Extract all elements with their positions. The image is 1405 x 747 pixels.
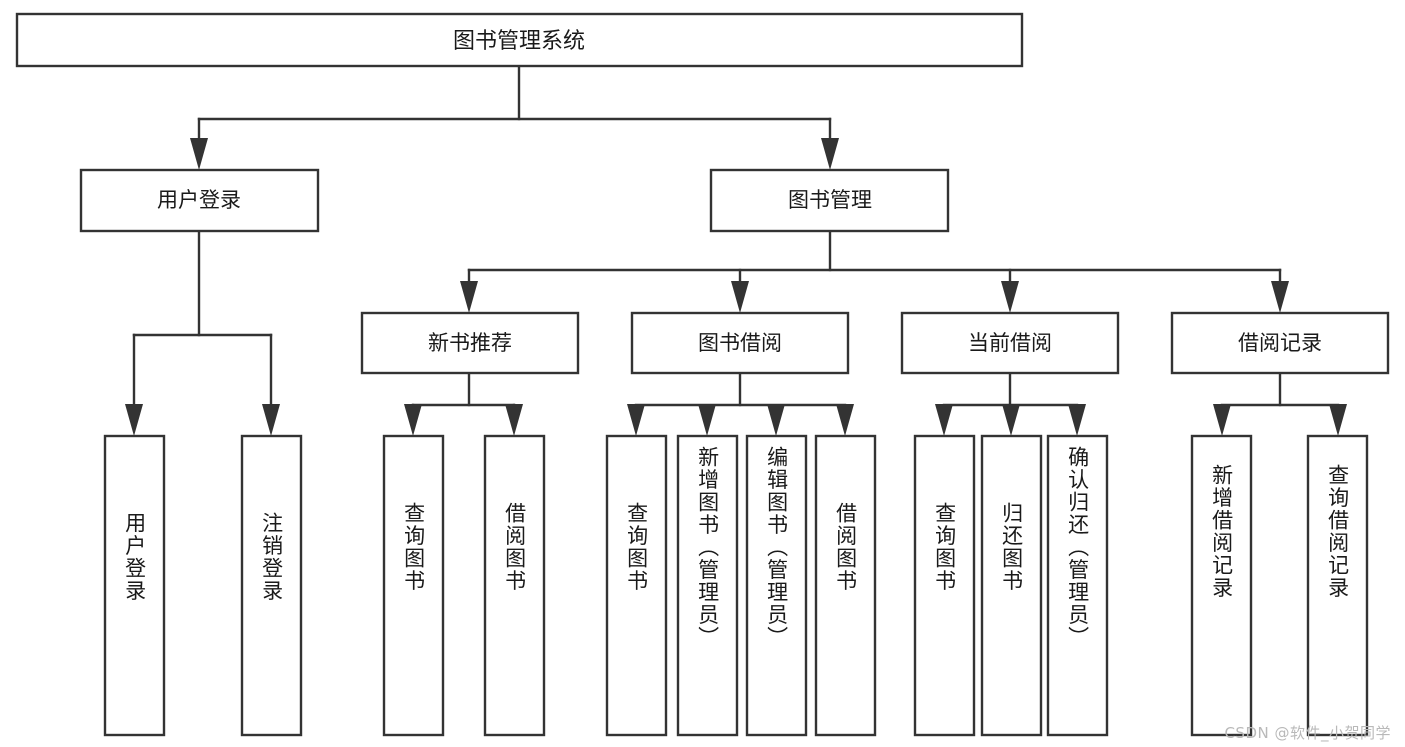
node-root-label: 图书管理系统 [453, 29, 585, 54]
arrow-head-bookmgmt [821, 138, 839, 170]
node-book-management[interactable]: 图书管理 [709, 168, 950, 233]
arrow-head-leaf-currentborrow-3 [1068, 404, 1086, 436]
arrow-head-leaf-currentborrow-1 [935, 404, 953, 436]
leaf-rect-book-borrow-1[interactable] [605, 434, 668, 737]
arrow-head-leaf-newbookrec-1 [404, 404, 422, 436]
arrow-head-leaf-userlogin-2 [262, 404, 280, 436]
leaf-rect-new-book-rec-2[interactable] [483, 434, 546, 737]
node-new-book-recommend-rect[interactable] [360, 311, 580, 375]
node-current-borrow-label: 当前借阅 [968, 331, 1052, 355]
connector-group-currentborrow [935, 371, 1086, 436]
leaf-rect-book-borrow-4[interactable] [814, 434, 877, 737]
leaf-rect-user-login-1[interactable] [103, 434, 166, 737]
leaf-rect-new-book-rec-1[interactable] [382, 434, 445, 737]
arrow-head-bookborrow [731, 281, 749, 313]
node-book-management-rect[interactable] [709, 168, 950, 233]
arrow-head-leaf-bookborrow-3 [767, 404, 785, 436]
leaf-rect-borrow-record-1[interactable] [1190, 434, 1253, 737]
connector-group-bookmgmt [460, 229, 1289, 313]
connector-group-userlogin [125, 229, 280, 436]
leaf-rect-book-borrow-2[interactable] [676, 434, 739, 737]
leaf-rect-user-login-2[interactable] [240, 434, 303, 737]
arrow-head-currentborrow [1001, 281, 1019, 313]
arrow-head-newbook [460, 281, 478, 313]
arrow-head-leaf-borrowrecord-1 [1213, 404, 1231, 436]
leaf-rect-borrow-record-2[interactable] [1306, 434, 1369, 737]
arrow-head-leaf-bookborrow-4 [836, 404, 854, 436]
leaf-rect-current-borrow-2[interactable] [980, 434, 1043, 737]
leaf-rect-book-borrow-3[interactable] [745, 434, 808, 737]
arrow-head-borrowrecord [1271, 281, 1289, 313]
arrow-head-leaf-userlogin-1 [125, 404, 143, 436]
node-new-book-recommend-label: 新书推荐 [428, 331, 512, 355]
leaf-rect-current-borrow-1[interactable] [913, 434, 976, 737]
node-book-borrow-label: 图书借阅 [698, 331, 782, 355]
node-root[interactable]: 图书管理系统 [15, 12, 1024, 68]
watermark-label: CSDN @软件_小贺同学 [1224, 724, 1391, 742]
node-book-borrow[interactable]: 图书借阅 [630, 311, 850, 375]
leaf-rect-current-borrow-3[interactable] [1046, 434, 1109, 737]
node-current-borrow-rect[interactable] [900, 311, 1120, 375]
arrow-head-leaf-borrowrecord-2 [1329, 404, 1347, 436]
arrow-head-leaf-currentborrow-2 [1002, 404, 1020, 436]
node-borrow-record[interactable]: 借阅记录 [1170, 311, 1390, 375]
connector-group-bookborrow [627, 371, 854, 436]
connector-group-root [190, 64, 839, 170]
arrow-head-userlogin [190, 138, 208, 170]
node-user-login-label: 用户登录 [157, 188, 241, 212]
node-borrow-record-label: 借阅记录 [1238, 331, 1322, 355]
arrow-head-leaf-newbookrec-2 [505, 404, 523, 436]
arrow-head-leaf-bookborrow-1 [627, 404, 645, 436]
connector-group-borrowrecord [1213, 371, 1347, 436]
node-new-book-recommend[interactable]: 新书推荐 [360, 311, 580, 375]
node-root-rect[interactable] [15, 12, 1024, 68]
node-borrow-record-rect[interactable] [1170, 311, 1390, 375]
node-current-borrow[interactable]: 当前借阅 [900, 311, 1120, 375]
arrow-head-leaf-bookborrow-2 [698, 404, 716, 436]
node-book-borrow-rect[interactable] [630, 311, 850, 375]
node-user-login[interactable]: 用户登录 [79, 168, 320, 233]
node-book-management-label: 图书管理 [788, 188, 872, 212]
connector-group-newbookrec [404, 371, 523, 436]
node-user-login-rect[interactable] [79, 168, 320, 233]
